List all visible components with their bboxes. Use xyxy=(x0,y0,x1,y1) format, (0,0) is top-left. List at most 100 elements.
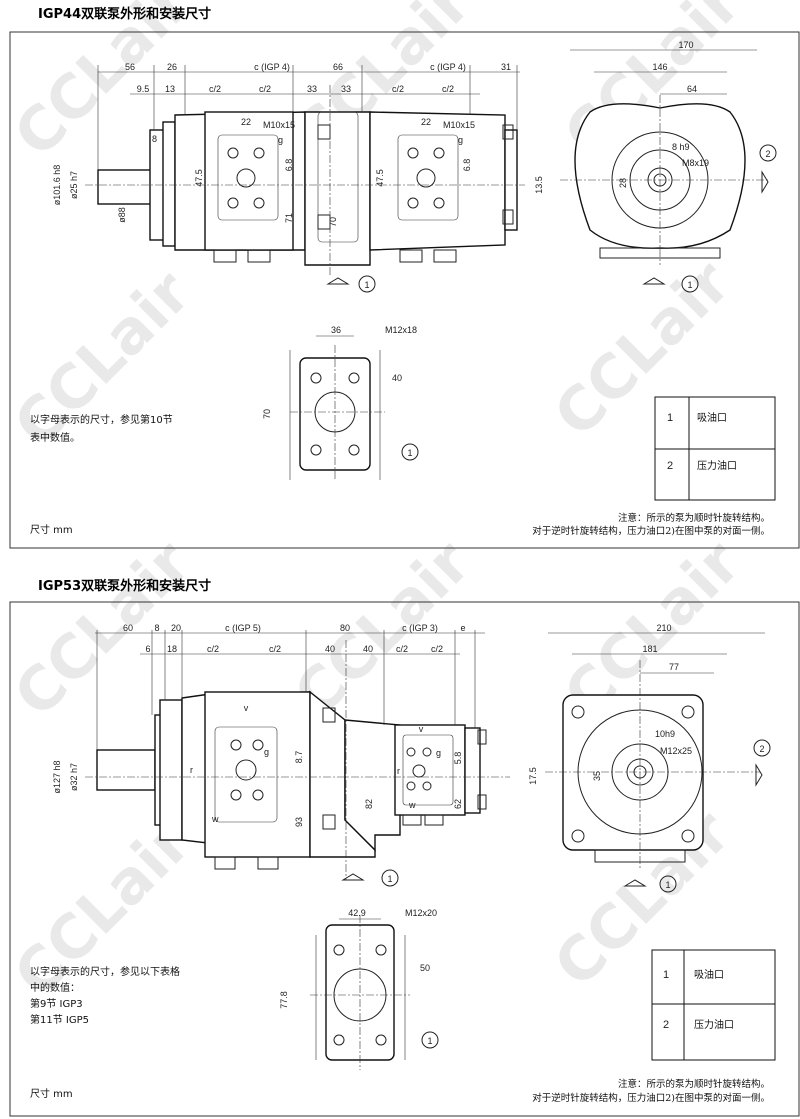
dim: M12x20 xyxy=(405,908,437,918)
dim: 40 xyxy=(325,644,335,654)
dim: w xyxy=(211,814,219,824)
note: 对于逆时针旋转结构，压力油口2)在图中泵的对面一侧。 xyxy=(532,1092,770,1104)
port-marker: 1 xyxy=(364,280,369,290)
note: 注意：所示的泵为顺时针旋转结构。 xyxy=(618,512,770,524)
dim: c/2 xyxy=(209,84,221,94)
flange-view: 42.9 M12x20 50 77.8 1 xyxy=(279,908,439,1070)
dim: 13 xyxy=(165,84,175,94)
dim: 20 xyxy=(171,623,181,633)
dim: ø127 h8 xyxy=(52,760,62,793)
dim: 33 xyxy=(341,84,351,94)
dim: 77 xyxy=(669,662,679,672)
dim: 8 h9 xyxy=(672,142,690,152)
side-view-labels: v v g g r r w w 8.7 93 82 5.8 62 ø127 h8… xyxy=(52,703,463,887)
dim: 36 xyxy=(331,325,341,335)
dim: 42.9 xyxy=(348,908,366,918)
dimension-row-1: 56 26 c (IGP 4) 66 c (IGP 4) 31 xyxy=(125,62,511,72)
section-igp44: IGP44双联泵外形和安装尺寸 xyxy=(9,6,800,549)
dim: 6 xyxy=(145,644,150,654)
dim: v xyxy=(244,703,249,713)
dim: 62 xyxy=(453,799,463,809)
dim: 26 xyxy=(167,62,177,72)
dim: c (IGP 5) xyxy=(225,623,261,633)
dim: c/2 xyxy=(442,84,454,94)
dim: v xyxy=(419,724,424,734)
port-marker: 1 xyxy=(665,880,670,890)
dimension-row-2: 9.5 13 c/2 c/2 33 33 c/2 c/2 xyxy=(137,84,454,94)
dim: 181 xyxy=(642,644,657,654)
dim: 22 xyxy=(421,117,431,127)
note: 注意：所示的泵为顺时针旋转结构。 xyxy=(618,1078,770,1090)
dim: M10x15 xyxy=(443,120,475,130)
dim: M10x15 xyxy=(263,120,295,130)
dim: 64 xyxy=(687,84,697,94)
dim: 66 xyxy=(333,62,343,72)
dim: c/2 xyxy=(396,644,408,654)
port-marker: 1 xyxy=(687,280,692,290)
dim: c/2 xyxy=(431,644,443,654)
dim: 6.8 xyxy=(284,159,294,172)
dim: 9.5 xyxy=(137,84,150,94)
legend-num: 1 xyxy=(663,969,669,981)
dim: 93 xyxy=(294,817,304,827)
dim: 5.8 xyxy=(453,752,463,765)
dim: e xyxy=(460,623,465,633)
section-title: IGP44双联泵外形和安装尺寸 xyxy=(38,6,211,22)
watermark: CCLair xyxy=(1,257,204,460)
section-igp53: IGP53双联泵外形和安装尺寸 xyxy=(9,578,800,1117)
dim: 8 xyxy=(152,134,157,144)
port-marker: 2 xyxy=(765,149,770,159)
dim: ø88 xyxy=(117,207,127,223)
side-view xyxy=(85,630,510,880)
dim: c (IGP 4) xyxy=(430,62,466,72)
legend-num: 1 xyxy=(667,412,673,424)
dim: 71 xyxy=(284,213,294,223)
dim: 47.5 xyxy=(375,169,385,187)
note: 对于逆时针旋转结构，压力油口2)在图中泵的对面一侧。 xyxy=(532,525,770,537)
port-legend-table: 1 吸油口 2 压力油口 xyxy=(651,949,776,1061)
legend-num: 2 xyxy=(663,1019,669,1031)
dim: 6.8 xyxy=(462,159,472,172)
dim: c (IGP 4) xyxy=(254,62,290,72)
letter-note: 以字母表示的尺寸，参见第10节 xyxy=(30,413,173,426)
dim: 70 xyxy=(262,409,272,419)
dimension-row-1: 60 8 20 c (IGP 5) 80 c (IGP 3) e xyxy=(123,623,466,633)
dim: 31 xyxy=(501,62,511,72)
dim: c/2 xyxy=(269,644,281,654)
letter-note: 第11节 IGP5 xyxy=(30,1013,89,1026)
dim: c/2 xyxy=(392,84,404,94)
dim: g xyxy=(436,748,441,758)
dim: 10h9 xyxy=(655,729,675,739)
flange-view: 36 M12x18 40 70 1 xyxy=(262,325,419,480)
dim: 210 xyxy=(656,623,671,633)
dim: M8x19 xyxy=(682,158,709,168)
dim: 40 xyxy=(363,644,373,654)
dim: 60 xyxy=(123,623,133,633)
dim: 170 xyxy=(678,40,693,50)
port-legend-table: 1 吸油口 2 压力油口 xyxy=(654,396,776,501)
dim: 33 xyxy=(307,84,317,94)
dim: 13.5 xyxy=(534,176,544,194)
dim: 77.8 xyxy=(279,991,289,1009)
dim: w xyxy=(408,800,416,810)
letter-note: 表中数值。 xyxy=(30,431,80,444)
legend-label: 吸油口 xyxy=(697,411,727,424)
dim: 146 xyxy=(652,62,667,72)
dim: 18 xyxy=(167,644,177,654)
dim: 47.5 xyxy=(194,169,204,187)
dim: c/2 xyxy=(207,644,219,654)
dim: g xyxy=(264,747,269,757)
legend-label: 吸油口 xyxy=(694,968,724,981)
dim: g xyxy=(458,135,463,145)
dim: 40 xyxy=(392,373,402,383)
dim: 28 xyxy=(618,178,628,188)
dimension-row-2: 6 18 c/2 c/2 40 40 c/2 c/2 xyxy=(145,644,443,654)
dim: 35 xyxy=(592,771,602,781)
legend-label: 压力油口 xyxy=(694,1018,734,1031)
port-marker: 1 xyxy=(407,448,412,458)
port-marker: 1 xyxy=(387,874,392,884)
letter-note: 以字母表示的尺寸，参见以下表格 xyxy=(30,965,180,978)
dim: ø32 h7 xyxy=(69,763,79,791)
legend-num: 2 xyxy=(667,460,673,472)
